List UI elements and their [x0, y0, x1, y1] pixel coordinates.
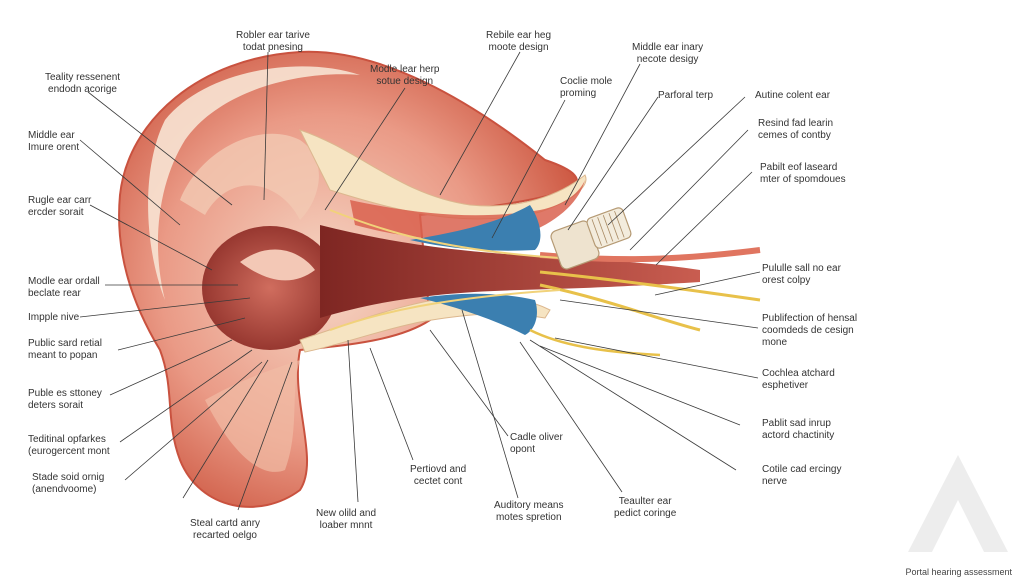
label-parforal-terp: Parforal terp — [658, 90, 713, 102]
label-line: Middle ear inary — [632, 42, 704, 53]
label-line: Pablit sad inrup — [762, 418, 831, 429]
label-line: Stade soid ornig — [32, 472, 105, 483]
label-line: Teaulter ear — [618, 496, 672, 507]
label-line: mone — [762, 337, 788, 348]
label-line: Puble es sttoney — [28, 388, 102, 399]
label-line: beclate rear — [28, 288, 81, 299]
label-line: orest colpy — [762, 275, 811, 286]
label-line: Rugle ear carr — [28, 195, 92, 206]
label-line: nerve — [762, 476, 788, 487]
antihelix — [180, 133, 319, 220]
concha-bowl — [202, 226, 338, 350]
label-teditinal-opfarkes: Teditinal opfarkes(eurogercent mont — [28, 434, 110, 458]
leader-lines — [79, 51, 761, 511]
label-line: Rebile ear heg — [486, 30, 552, 41]
label-line: (eurogercent mont — [28, 446, 110, 457]
label-line: (anendvoome) — [32, 484, 97, 495]
label-line: Imure orent — [28, 142, 80, 153]
label-stade-soid-ornig: Stade soid ornig(anendvoome) — [32, 472, 104, 496]
tragus — [240, 249, 315, 281]
label-autine-colent-ear: Autine colent ear — [755, 90, 830, 102]
label-line: sotue design — [376, 76, 434, 87]
label-line: motes spretion — [495, 512, 562, 523]
label-line: Resind fad learin — [758, 118, 834, 129]
label-line: pedict coringe — [614, 508, 677, 519]
label-line: Auditory means — [494, 500, 564, 511]
label-line: recarted oelgo — [193, 530, 257, 541]
label-line: proming — [560, 88, 597, 99]
label-line: Cochlea atchard — [762, 368, 835, 379]
label-line: Modle ear ordall — [28, 276, 100, 287]
label-line: New olild and — [316, 508, 377, 519]
label-line: endodn acorige — [48, 84, 117, 95]
caption-text: Portal hearing assessment — [905, 567, 1012, 577]
label-line: mter of spomdoues — [760, 174, 846, 185]
label-line: esphetiver — [762, 380, 809, 391]
cochlea-lower — [420, 293, 537, 335]
label-impple-nive: Impple nive — [28, 312, 79, 324]
label-line: Coclie mole — [560, 76, 613, 87]
label-line: Teditinal opfarkes — [28, 434, 106, 445]
label-line: ercder sorait — [28, 207, 84, 218]
label-line: Public sard retial — [28, 338, 102, 349]
label-line: Pertiovd and — [410, 464, 467, 475]
label-line: Middle ear — [28, 130, 75, 141]
ear-canal — [320, 225, 700, 318]
label-line: Modle lear herp — [370, 64, 440, 75]
label-line: Steal cartd anry — [190, 518, 261, 529]
label-line: loaber mnnt — [319, 520, 373, 531]
label-line: Cotile cad ercingy — [762, 464, 842, 475]
cochlear-implant-device — [550, 207, 632, 270]
label-line: coomdeds de cesign — [762, 325, 854, 336]
label-line: cemes of contby — [758, 130, 831, 141]
cochlea-upper — [410, 205, 541, 251]
label-line: Teality ressenent — [45, 72, 121, 83]
triangle-logo-icon — [908, 455, 1008, 552]
label-line: Pabilt eof laseard — [760, 162, 838, 173]
label-line: Impple nive — [28, 312, 80, 323]
label-line: moote design — [488, 42, 549, 53]
label-line: Cadle oliver — [510, 432, 563, 443]
label-line: cectet cont — [413, 476, 463, 487]
label-line: Parforal terp — [658, 90, 714, 101]
label-line: Pululle sall no ear — [762, 263, 841, 274]
label-line: Robler ear tarive — [236, 30, 310, 41]
label-line: deters sorait — [28, 400, 84, 411]
earlobe — [205, 360, 300, 472]
label-line: Autine colent ear — [755, 90, 831, 101]
label-line: opont — [510, 444, 536, 455]
label-line: meant to popan — [28, 350, 98, 361]
label-line: todat pnesing — [242, 42, 303, 53]
label-line: Publifection of hensal — [762, 313, 858, 324]
label-line: necote desigy — [636, 54, 699, 65]
label-line: actord chactinity — [762, 430, 835, 441]
